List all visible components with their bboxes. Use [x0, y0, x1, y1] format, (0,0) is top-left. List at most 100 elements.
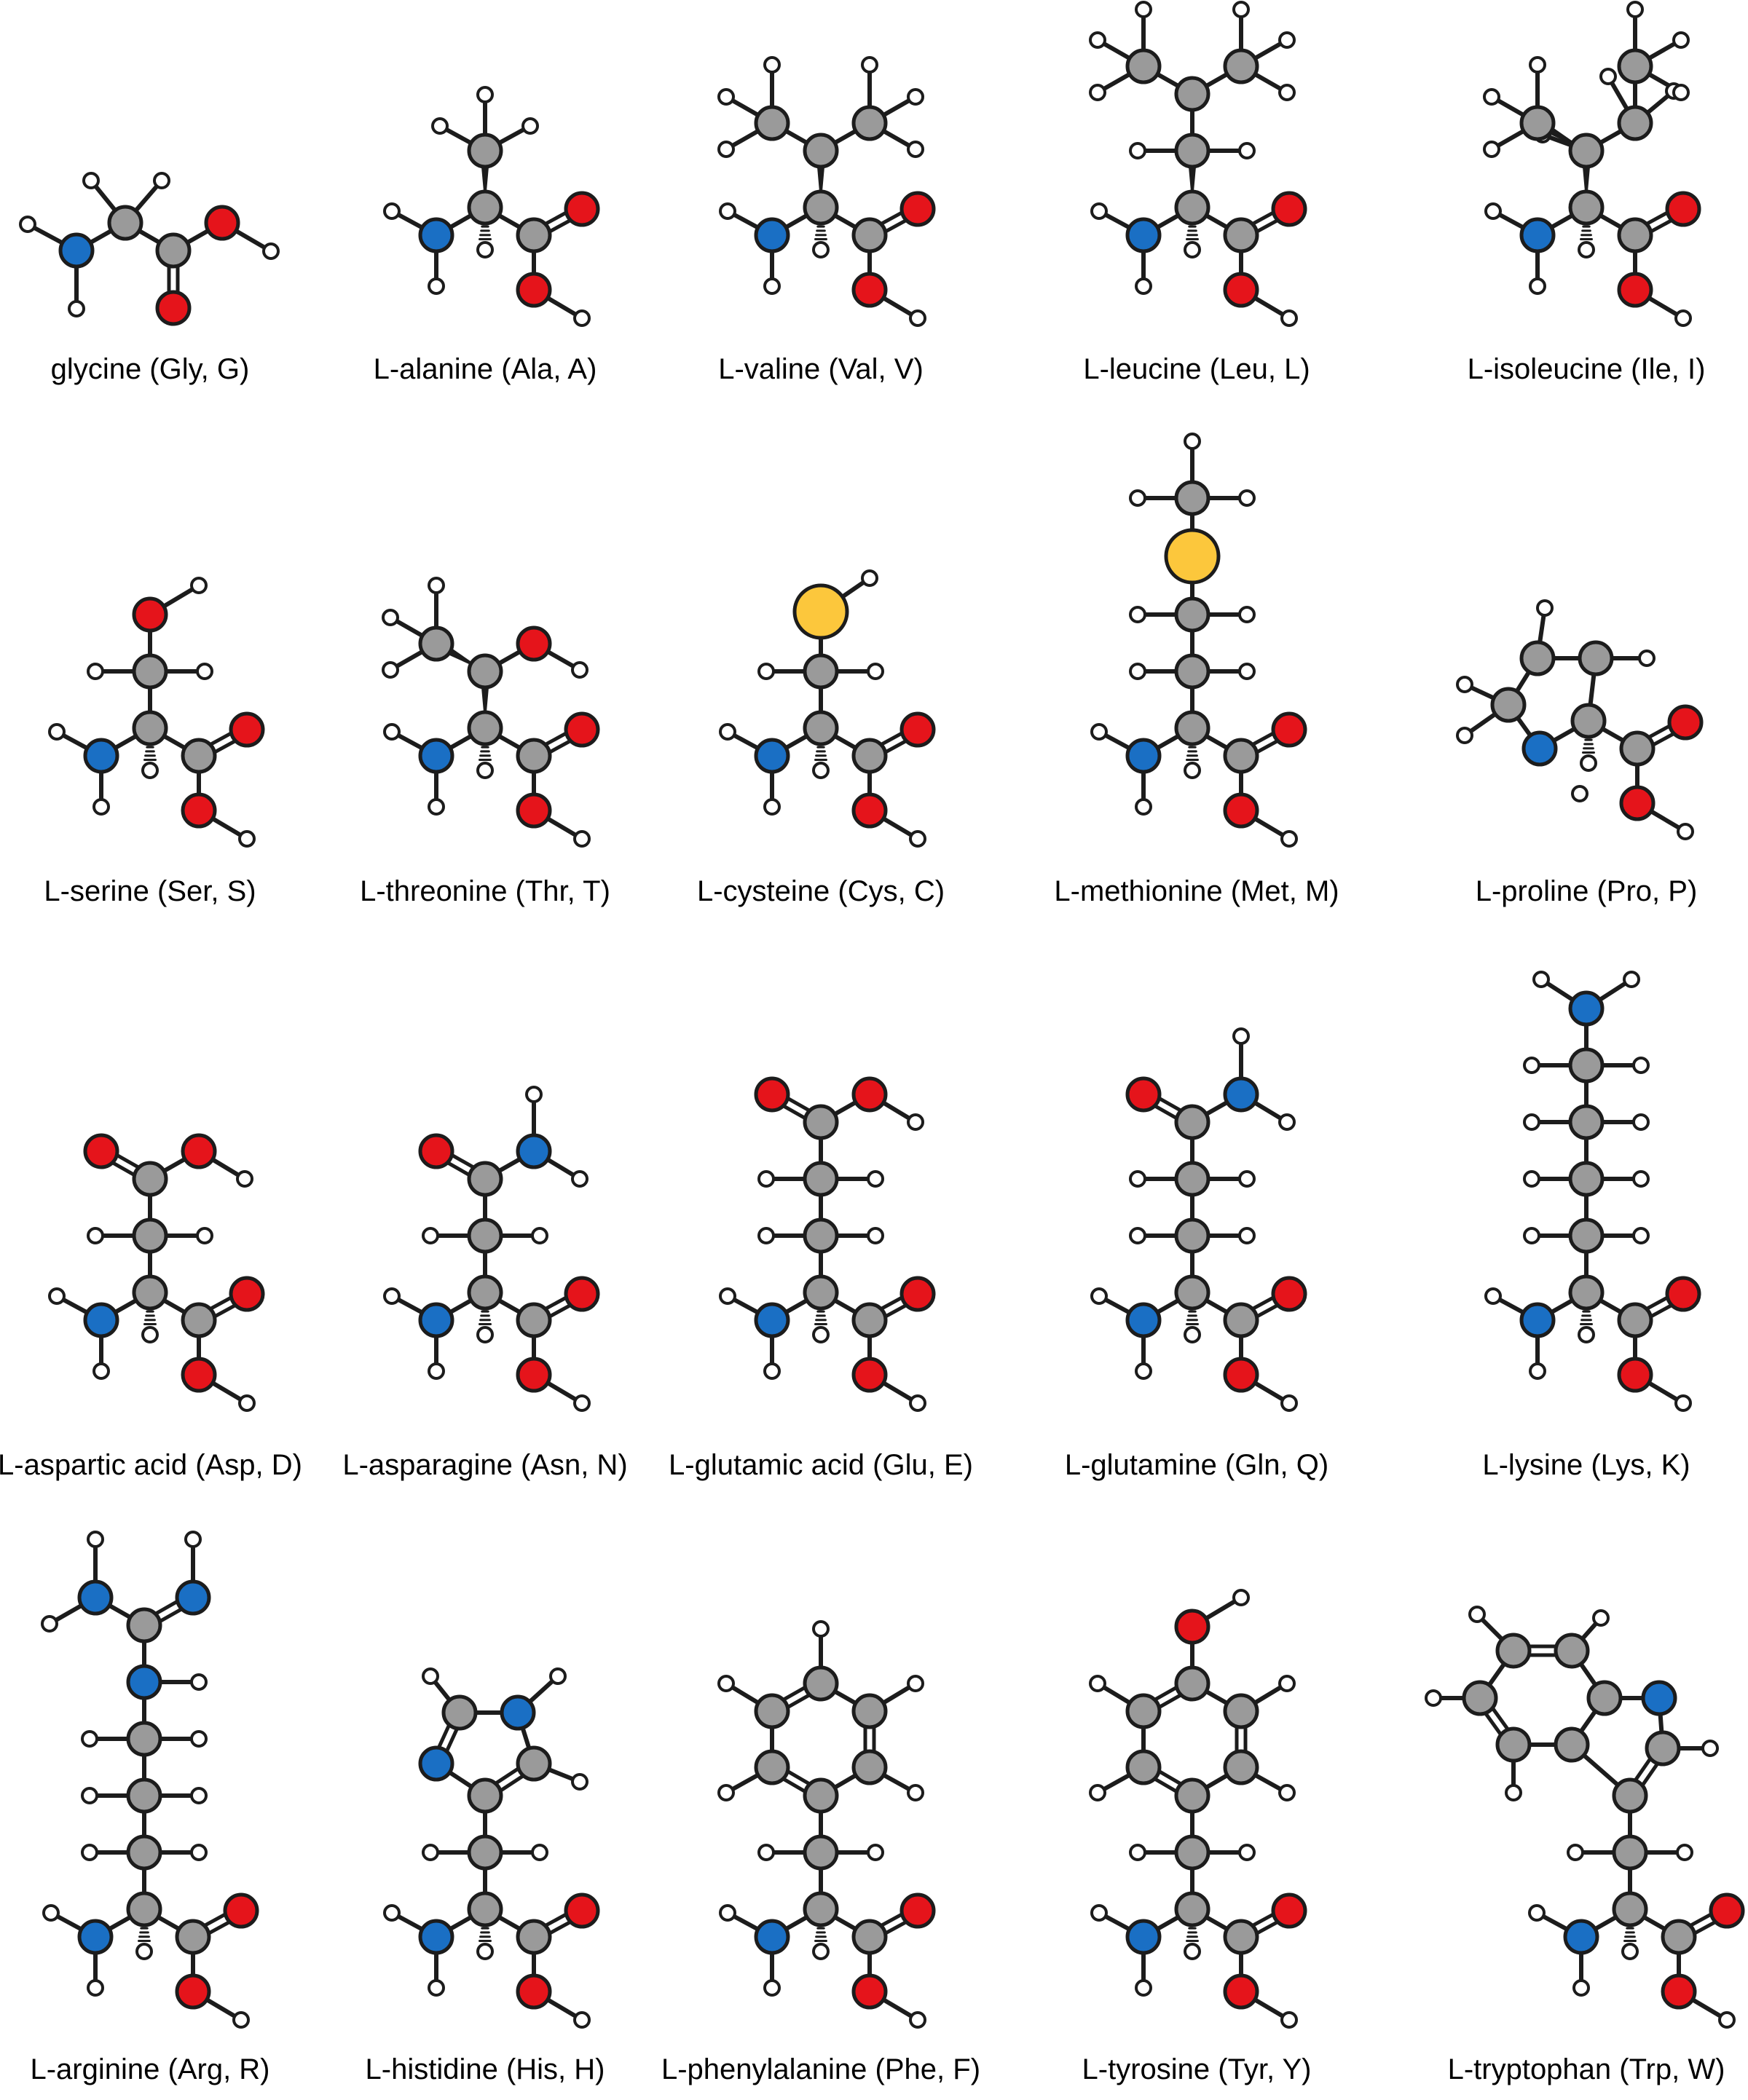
oxygen-atom	[564, 1892, 600, 1929]
hydrogen-atom	[1425, 1689, 1442, 1707]
nitrogen-atom	[1125, 738, 1162, 774]
oxygen-atom	[899, 711, 936, 748]
carbon-atom	[1568, 1047, 1605, 1083]
hydrogen-atom	[867, 1844, 884, 1861]
nitrogen-atom	[1223, 1076, 1259, 1113]
oxygen-atom	[175, 1973, 211, 2010]
carbon-atom	[803, 1161, 839, 1197]
hydrogen-atom	[196, 1227, 213, 1244]
nitrogen-atom	[1563, 1919, 1599, 1955]
oxygen-atom	[1709, 1892, 1745, 1929]
carbon-atom	[1223, 1693, 1259, 1729]
oxygen-atom	[516, 272, 552, 308]
hydrogen-atom	[763, 798, 781, 816]
hydrogen-atom	[1529, 56, 1546, 74]
hydrogen-atom	[1578, 241, 1595, 258]
hydrogen-atom	[1621, 1943, 1639, 1960]
hydrogen-atom	[196, 663, 213, 680]
hydrogen-atom	[867, 1170, 884, 1188]
hydrogen-atom	[1674, 309, 1692, 327]
hydrogen-atom	[1232, 1027, 1250, 1045]
carbon-atom	[132, 653, 168, 690]
hydrogen-atom	[1483, 88, 1500, 106]
molecule-caption: L-histidine (His, H)	[365, 2053, 605, 2085]
hydrogen-atom	[1718, 2011, 1736, 2029]
carbon-atom	[851, 217, 888, 253]
carbon-atom	[516, 217, 552, 253]
oxygen-atom	[1665, 1276, 1701, 1312]
carbon-atom	[1125, 48, 1162, 84]
hydrogen-atom	[867, 1227, 884, 1244]
hydrogen-atom	[382, 609, 399, 626]
hydrogen-atom	[141, 1326, 159, 1343]
hydrogen-atom	[1529, 277, 1546, 295]
molecule-caption: L-alanine (Ala, A)	[373, 353, 597, 385]
hydrogen-atom	[1468, 1606, 1486, 1623]
carbon-atom	[1568, 133, 1605, 169]
hydrogen-atom	[1089, 31, 1106, 49]
hydrogen-atom	[1135, 1979, 1152, 1997]
hydrogen-atom	[521, 117, 539, 135]
molecule-caption: L-lysine (Lys, K)	[1482, 1449, 1690, 1481]
carbon-atom	[803, 1891, 839, 1927]
carbon-atom	[754, 1749, 790, 1785]
hydrogen-atom	[431, 117, 449, 135]
hydrogen-atom	[525, 1086, 543, 1103]
carbon-atom	[1223, 1749, 1259, 1785]
carbon-atom	[1223, 48, 1259, 84]
carbon-atom	[803, 710, 839, 746]
hydrogen-atom	[42, 1904, 60, 1922]
hydrogen-atom	[1529, 1362, 1546, 1380]
hydrogen-atom	[1505, 1784, 1522, 1801]
hydrogen-atom	[571, 1170, 588, 1188]
hydrogen-atom	[476, 762, 494, 779]
oxygen-atom	[181, 792, 217, 829]
hydrogen-atom	[1090, 723, 1108, 741]
oxygen-atom	[1271, 711, 1307, 748]
carbon-atom	[467, 1217, 503, 1254]
carbon-atom	[1174, 1104, 1210, 1140]
oxygen-atom	[418, 1133, 454, 1169]
hydrogen-atom	[476, 1326, 494, 1343]
oxygen-atom	[564, 191, 600, 227]
oxygen-atom	[181, 1133, 217, 1169]
oxygen-atom	[516, 1357, 552, 1393]
oxygen-atom	[155, 290, 192, 326]
oxygen-atom	[229, 1276, 265, 1312]
hydrogen-atom	[383, 723, 401, 741]
atom-layer	[19, 1, 1745, 2029]
carbon-atom	[1612, 1891, 1648, 1927]
molecule-caption: L-aspartic acid (Asp, D)	[0, 1449, 302, 1481]
hydrogen-atom	[1536, 599, 1554, 617]
hydrogen-atom	[812, 1620, 830, 1638]
carbon-atom	[126, 1891, 162, 1927]
carbon-atom	[1554, 1726, 1590, 1763]
hydrogen-atom	[87, 1227, 104, 1244]
hydrogen-atom	[1129, 142, 1146, 159]
nitrogen-atom	[754, 1302, 790, 1338]
hydrogen-atom	[861, 569, 878, 587]
hydrogen-atom	[717, 141, 735, 158]
hydrogen-atom	[1280, 830, 1298, 848]
carbon-atom	[1612, 1834, 1648, 1871]
molecule-caption: L-phenylalanine (Phe, F)	[661, 2053, 981, 2085]
hydrogen-atom	[232, 2011, 250, 2029]
hydrogen-atom	[763, 1362, 781, 1380]
carbon-atom	[132, 710, 168, 746]
hydrogen-atom	[190, 1730, 208, 1748]
hydrogen-atom	[190, 1844, 208, 1861]
carbon-atom	[1568, 1274, 1605, 1311]
hydrogen-atom	[861, 56, 878, 74]
molecule-caption: L-tyrosine (Tyr, Y)	[1082, 2053, 1312, 2085]
hydrogen-atom	[1090, 1287, 1108, 1305]
oxygen-atom	[1617, 1357, 1653, 1393]
molecule-caption: L-methionine (Met, M)	[1054, 875, 1339, 907]
hydrogen-atom	[1278, 84, 1296, 101]
nitrogen-atom	[1519, 1302, 1556, 1338]
oxygen-atom	[1223, 1357, 1259, 1393]
carbon-atom	[181, 738, 217, 774]
nitrogen-atom	[754, 217, 790, 253]
carbon-atom	[1223, 738, 1259, 774]
carbon-atom	[1462, 1680, 1498, 1716]
hydrogen-atom	[573, 1394, 591, 1412]
